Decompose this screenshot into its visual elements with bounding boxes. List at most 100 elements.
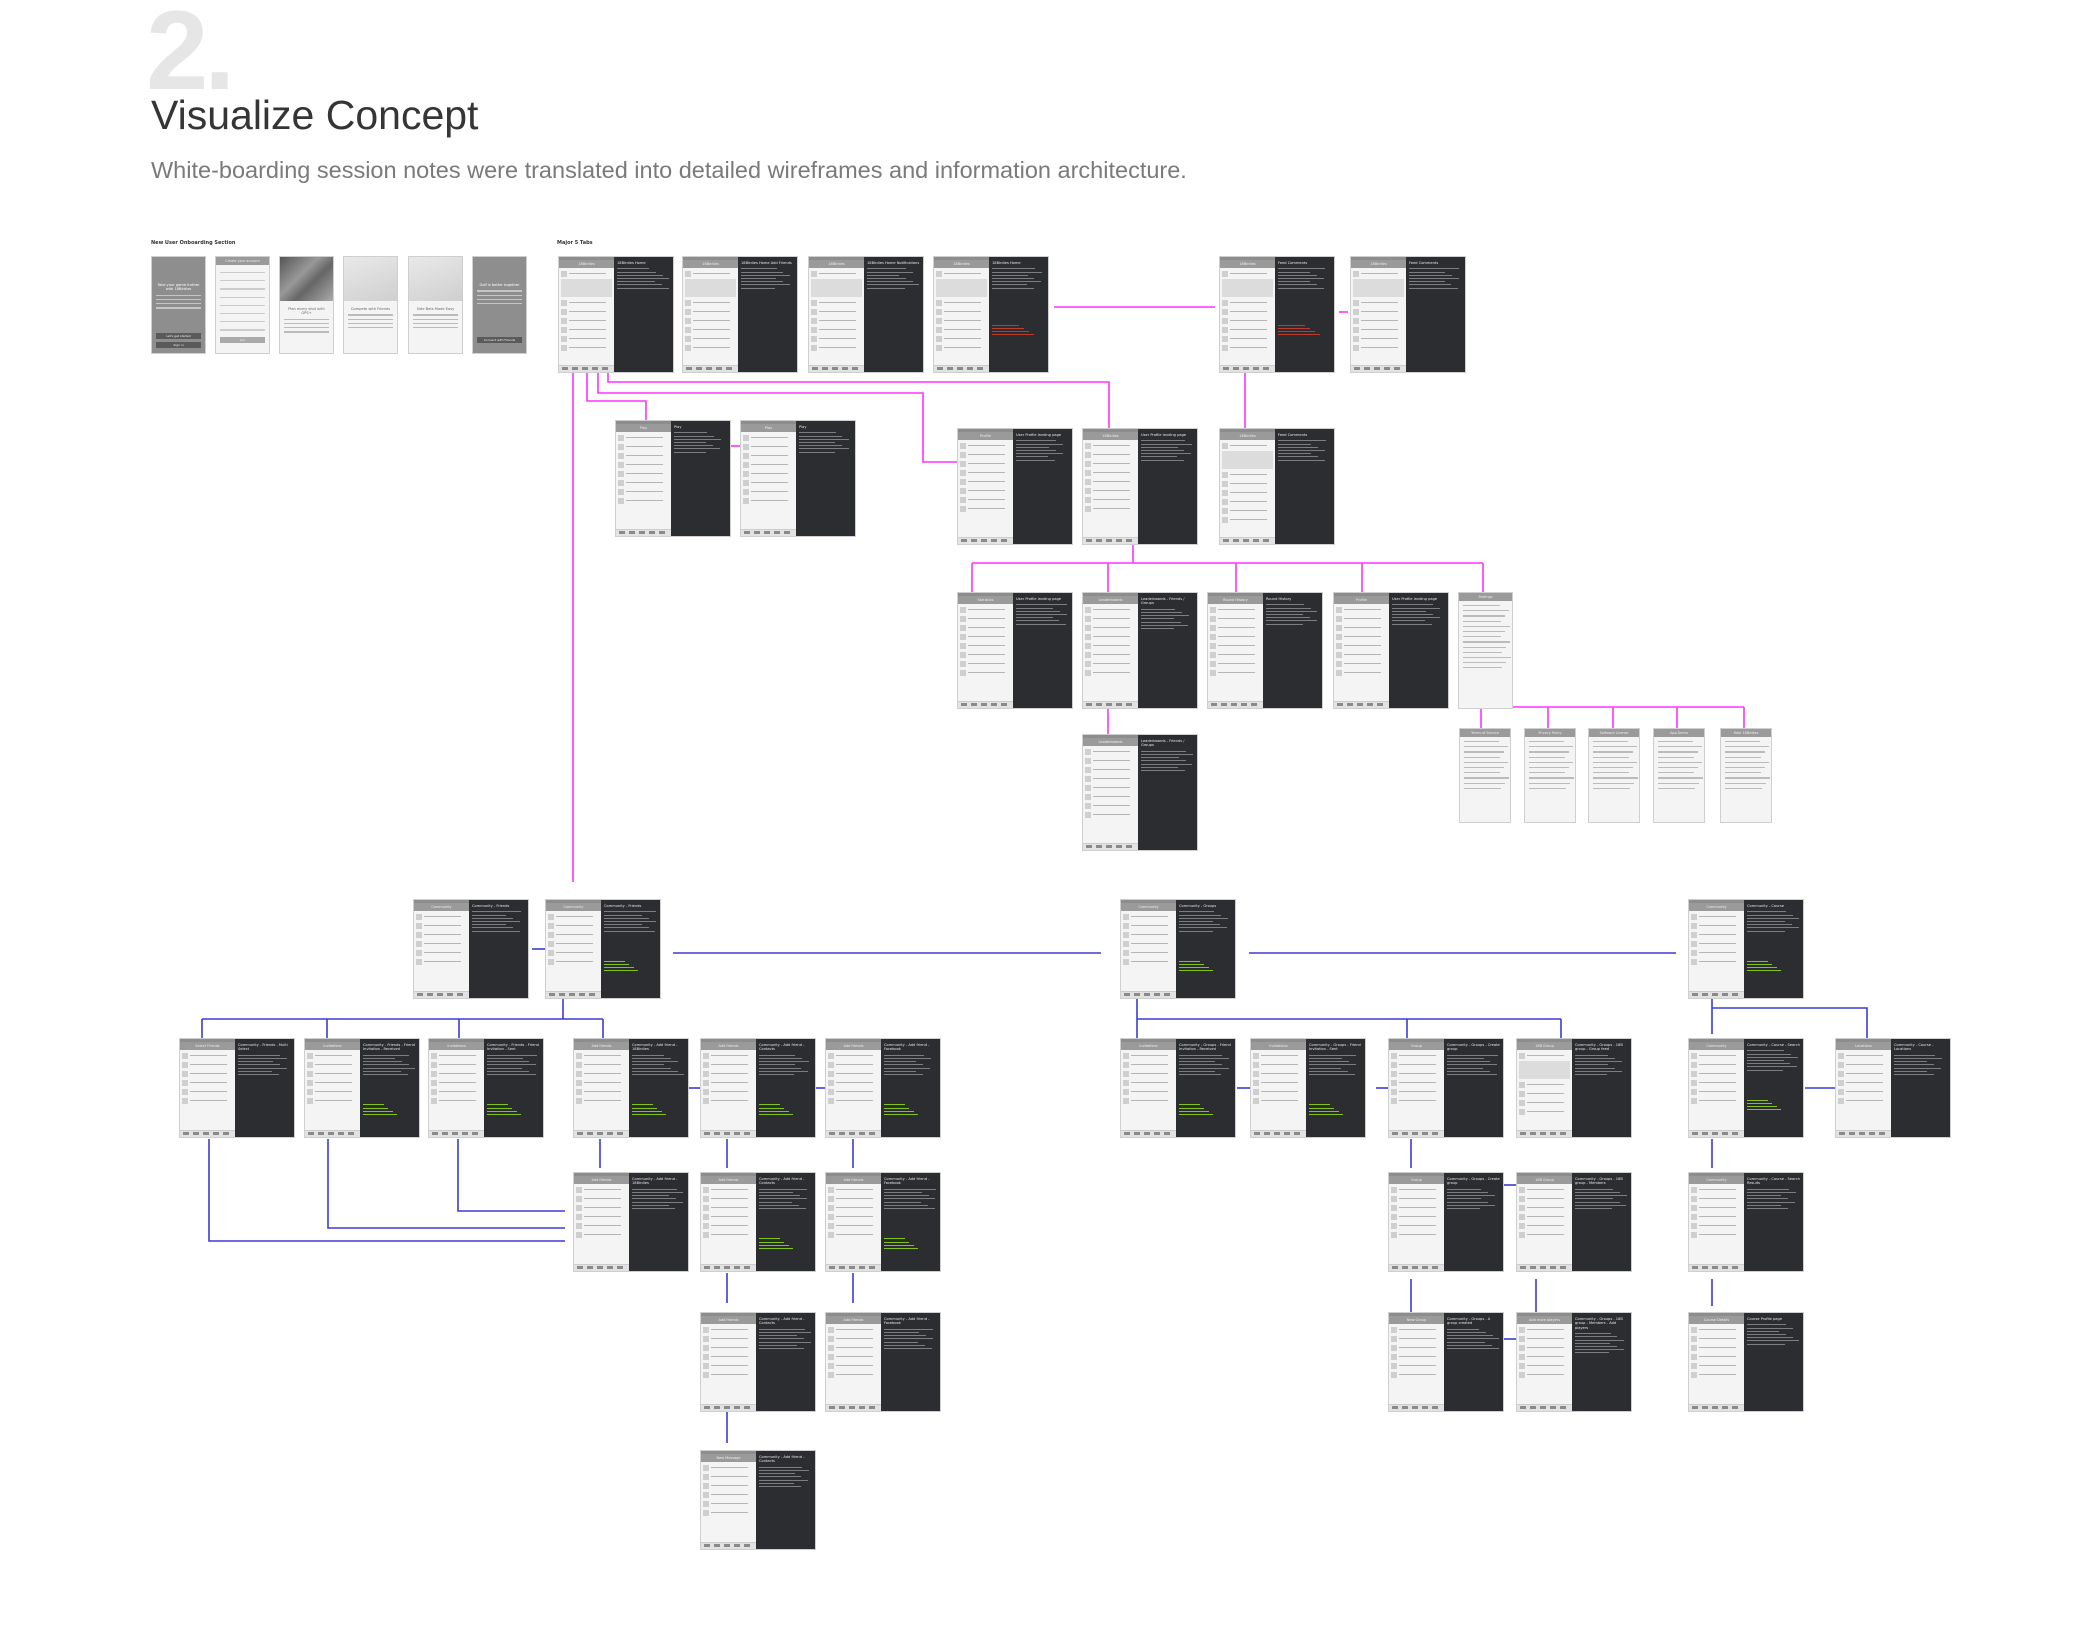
list-row: [431, 1070, 482, 1077]
list-row: [1691, 1061, 1742, 1068]
phone-mockup: 18Birdies: [809, 257, 864, 372]
screen-nav-title: Software License: [1589, 729, 1639, 737]
list-row: [618, 461, 669, 468]
form-field[interactable]: [220, 296, 265, 298]
list-row: [1838, 1061, 1889, 1068]
tab-bar: [1334, 701, 1389, 708]
status-bar: [1689, 900, 1744, 903]
annotation-panel: Community - Groups - 18B group - Members: [1572, 1173, 1631, 1271]
status-bar: [429, 1039, 484, 1042]
list-row: [685, 335, 736, 342]
list-row: [1085, 766, 1136, 773]
annotation-panel: Community - Groups - Create group: [1444, 1173, 1503, 1271]
annotation-panel: Community - Add friend - 18Birdies: [629, 1039, 688, 1137]
list-row: [576, 1061, 627, 1068]
list-row: [1210, 624, 1261, 631]
list-row: [1391, 1335, 1442, 1342]
list-row: [1691, 1088, 1742, 1095]
list-row: [1691, 1213, 1742, 1220]
wireframe-screen: Add friends Community - Add friend - Fac…: [825, 1172, 941, 1272]
annotation-title: 18Birdies Home: [992, 261, 1021, 265]
annotation-title: Community - Friends - Friend Invitation …: [363, 1043, 415, 1052]
annotation-title: Community - Groups - Create group: [1447, 1043, 1500, 1052]
list-row: [1838, 1088, 1889, 1095]
onboarding-primary-button[interactable]: Let's get started: [156, 333, 201, 339]
list-row: [1085, 793, 1136, 800]
list-row: [1519, 1090, 1570, 1097]
form-field[interactable]: [220, 288, 265, 290]
screen-nav-title: Add friends: [826, 1176, 881, 1184]
settings-screen: Settings: [1458, 592, 1513, 709]
flow-connector: [607, 373, 1110, 428]
form-field[interactable]: [220, 321, 265, 323]
list-row: [811, 317, 862, 324]
tab-bar: [1517, 1264, 1572, 1271]
list-row: [1085, 496, 1136, 503]
tab-bar: [701, 1264, 756, 1271]
list-row: [1353, 335, 1404, 342]
tab-bar: [616, 529, 671, 536]
list-row: [1210, 633, 1261, 640]
list-row: [416, 958, 467, 965]
text-line: [413, 322, 458, 324]
form-field[interactable]: [220, 280, 265, 282]
status-bar: [958, 593, 1013, 596]
list-row: [1085, 624, 1136, 631]
list-row: [1085, 606, 1136, 613]
list-row: [703, 1070, 754, 1077]
phone-mockup: 18Birdies: [1220, 257, 1275, 372]
text-line: [156, 307, 201, 309]
form-field[interactable]: [220, 304, 265, 306]
list-row: [307, 1088, 358, 1095]
wireframe-screen: Add friends Community - Add friend - Con…: [700, 1172, 816, 1272]
screen-nav-title: 18B Group: [1517, 1042, 1572, 1050]
list-row: [548, 922, 599, 929]
list-row: [685, 270, 736, 277]
list-row: [561, 308, 612, 315]
list-row: [1353, 299, 1404, 306]
list-row: [1353, 326, 1404, 333]
phone-mockup: Profile: [1334, 593, 1389, 708]
annotation-panel: Community - Friends: [469, 900, 528, 998]
status-bar: [180, 1039, 235, 1042]
list-row: [743, 443, 794, 450]
status-bar: [1208, 593, 1263, 596]
text-line: [348, 314, 393, 316]
form-field[interactable]: [220, 312, 265, 315]
list-row: [703, 1464, 754, 1471]
tab-bar: [1389, 1130, 1444, 1137]
list-row: [703, 1204, 754, 1211]
list-row: [960, 487, 1011, 494]
form-field[interactable]: [220, 329, 265, 331]
list-row: [416, 922, 467, 929]
annotation-panel: Community - Friends - Friend Invitation …: [484, 1039, 543, 1137]
screen-nav-title: 18Birdies: [1083, 432, 1138, 440]
sign-in-button[interactable]: Sign in: [156, 342, 201, 348]
phone-mockup: 18Birdies: [1220, 429, 1275, 544]
phone-mockup: Add friends: [574, 1039, 629, 1137]
annotation-title: Community - Add friend - Contacts: [759, 1177, 805, 1186]
list-row: [1519, 1081, 1570, 1088]
list-row: [1085, 757, 1136, 764]
form-field[interactable]: [220, 272, 265, 274]
tab-bar: [826, 1130, 881, 1137]
phone-mockup: Statistics: [958, 593, 1013, 708]
wireframe-screen: Profile User Profile landing page: [1333, 592, 1449, 709]
list-row: [828, 1052, 879, 1059]
wireframe-screen: 18Birdies User Profile landing page: [1082, 428, 1198, 545]
list-row: [1123, 958, 1174, 965]
wireframe-screen: Add friends Community - Add friend - Con…: [700, 1038, 816, 1138]
list-row: [1222, 335, 1273, 342]
annotation-panel: User Profile landing page: [1138, 429, 1197, 544]
flow-connector: [327, 1139, 565, 1229]
annotation-title: User Profile landing page: [1141, 433, 1187, 437]
text-line: [156, 294, 201, 296]
list-row: [1336, 615, 1387, 622]
onboarding-primary-button[interactable]: Connect with Friends: [477, 337, 522, 343]
list-row: [936, 326, 987, 333]
list-row: [1691, 1097, 1742, 1104]
onboarding-primary-button[interactable]: Join: [220, 337, 265, 343]
phone-mockup: Invitations: [1121, 1039, 1176, 1137]
tab-bar: [1689, 1130, 1744, 1137]
list-row: [811, 308, 862, 315]
